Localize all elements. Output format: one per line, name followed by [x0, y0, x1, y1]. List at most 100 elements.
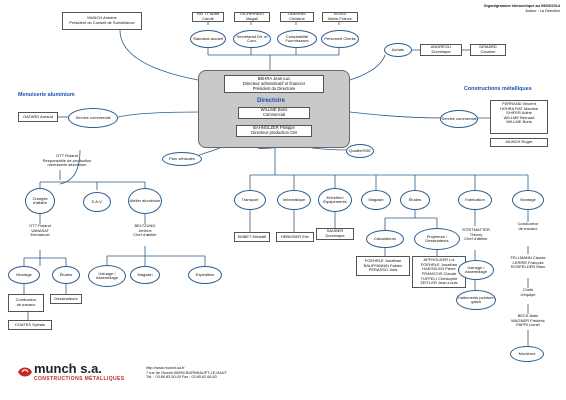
- staff-name: ANDREOLI: [430, 44, 452, 50]
- staff-role: Conducteur: [517, 221, 539, 226]
- projeteurs-staff-box: APFHOLDER Loi FOEHRLE Jonathan HAEGELEN …: [412, 256, 466, 288]
- section-title-constructions: Constructions métalliques: [464, 86, 532, 92]
- staff-name: APFHOLDER Loi: [423, 257, 455, 263]
- achats-staff-box: ANDREOLI Dominique: [420, 44, 462, 56]
- logo-brand: munch s.a.: [34, 361, 102, 376]
- unit-charges-affaire: Chargés d'affaire: [25, 188, 55, 214]
- unit-parc-vehicules: Parc véhicules: [162, 152, 202, 166]
- etudes-staff-box: Dessinateurs: [50, 294, 82, 304]
- footer-url[interactable]: http://www.munch-sa.fr: [146, 366, 185, 370]
- unit-etudes-menuiserie: Études: [52, 266, 80, 284]
- staff-name: PAPRI Lionel: [516, 322, 540, 328]
- unit-personnel: Personnel Clients: [321, 30, 359, 48]
- fabrication-manager: STRITMATTER Thierry Chef d'atelier: [456, 227, 496, 242]
- staff-name: WAGNER Frédéric: [511, 317, 545, 323]
- montage-staff-box: Conducteur de travaux: [8, 294, 44, 312]
- staff-name: VANASAT: [30, 227, 50, 233]
- constructions-service-commercial: Service commercial: [440, 110, 478, 128]
- directoire-title: Directoire: [257, 98, 286, 104]
- staff-box-standard: PATTY Anne Carole: [192, 12, 224, 22]
- staff-box-secretariat: TSCHIRHART Magali: [234, 12, 270, 22]
- staff-name: FOEHRLE Jonathan: [420, 261, 458, 267]
- staff-name: Dominique: [431, 49, 451, 54]
- footer-phone: Tél. : 03.89.83.50.00 Fax : 03.89.62.66.…: [146, 375, 217, 380]
- directoire-president-box: BEHRA Jean-Luc Directeur administratif e…: [224, 75, 324, 93]
- staff-role: d'équipe: [520, 291, 536, 297]
- unit-qualite-sse: Qualité/SSE: [346, 144, 374, 158]
- staff-name: Magali: [246, 16, 258, 21]
- staff-name: BAUFFANNIN Fabien: [363, 262, 403, 268]
- staff-role: Chefs: [522, 287, 534, 292]
- staff-name: WILLME Bernard: [503, 114, 535, 120]
- unit-standard-accueil: Standard accueil: [190, 30, 226, 48]
- unit-achats: Achats: [384, 43, 412, 57]
- unit-usinage-assemblage-cm: Usinage / Assemblage: [458, 260, 494, 280]
- entretien-staff-box: SAUBER Dominique: [316, 228, 354, 240]
- staff-name: PERASSO Julia: [368, 267, 398, 273]
- unit-etudes: Études: [400, 190, 430, 210]
- directoire-commercial-box: WILLME Boris Commercial: [238, 107, 310, 119]
- munch-logo: munch s.a. CONSTRUCTIONS MÉTALLIQUES: [12, 360, 142, 393]
- staff-name: FERRAND Vincent: [502, 101, 536, 106]
- unit-comptabilite: Comptabilité Fournisseurs: [277, 30, 317, 48]
- unit-usinage-assemblage: Usinage / Assemblage: [88, 265, 126, 287]
- manager-name: Thierry: [469, 231, 483, 237]
- document-title: Organigramme hiérarchique au 05/05/2014: [483, 4, 560, 8]
- chefs-equipe: Chefs d'équipe: [510, 287, 546, 297]
- dir-name: BEHRA Jean-Luc: [257, 76, 291, 81]
- logo-icon: [18, 367, 32, 377]
- unit-calculateurs: Calculateurs: [366, 230, 404, 248]
- unit-magasin: Magasin: [361, 190, 391, 210]
- staff-role: de travaux: [518, 225, 538, 231]
- dir-role: Commercial: [262, 111, 286, 117]
- menuiserie-service-commercial: Service commercial: [68, 108, 118, 128]
- staff-box-comptabilite: OBERRIE Christine: [280, 12, 314, 22]
- footer-contact: http://www.munch-sa.fr 7 rue de l'Avenir…: [146, 366, 227, 380]
- unit-montage: Montage: [512, 190, 544, 210]
- dir-name: BAHNOLZER Philippe: [253, 125, 295, 130]
- staff-name: Chef d'atelier: [133, 232, 157, 238]
- staff-name: TUFFELI Christophe: [420, 275, 458, 281]
- calculateurs-staff-box: FOEHRLE Jonathan BAUFFANNIN Fabien PERAS…: [356, 256, 410, 276]
- unit-fabrication: Fabrication: [458, 190, 492, 210]
- menuiserie-staff-box: GATARD Arnaud: [18, 112, 58, 122]
- unit-transport: Transport: [234, 190, 266, 210]
- staff-name: OBERRIE: [287, 12, 306, 17]
- unit-magasin-menuiserie: Magasin: [130, 266, 160, 284]
- staff-name: ZEITLER Jean-Louis: [420, 280, 458, 286]
- staff-name: Marie-France: [328, 16, 352, 21]
- staff-name: FELLMANN Claude: [510, 255, 546, 260]
- unit-atelier-aluminium: Atelier aluminium: [128, 188, 162, 214]
- unit-monteurs: Monteurs: [510, 346, 544, 362]
- atelier-staff: BELTZUNG Jérôme Chef d'atelier: [125, 223, 165, 238]
- staff-name: OTT Roland: [29, 223, 51, 228]
- logo-subtitle: CONSTRUCTIONS MÉTALLIQUES: [34, 376, 125, 382]
- manager-name: OTT Roland: [56, 153, 78, 158]
- unit-projeteurs: Projeteurs / Dessinateurs: [414, 228, 460, 250]
- staff-name: HOHRA RAT Maurice: [499, 105, 539, 111]
- unit-traitements: Traitements peinture, galva: [456, 290, 496, 310]
- staff-name: PATTY Anne: [196, 12, 220, 17]
- unit-entretien: Entretien/ Équipements: [318, 188, 352, 212]
- staff-name: ROSSI: [333, 12, 347, 17]
- staff-name: de travaux: [16, 302, 36, 307]
- section-title-menuiserie: Menuiserie aluminium: [18, 92, 75, 98]
- staff-name: BELTZUNG: [134, 223, 156, 228]
- staff-name: SHIFER Adèle: [506, 110, 532, 116]
- montage-conducteur: Conducteur de travaux: [508, 221, 548, 231]
- staff-name: BECK Alain: [517, 313, 539, 318]
- unit-informatique: Informatique: [277, 190, 311, 210]
- achats-staff-box-2: DEMARD Caroline: [470, 44, 506, 56]
- staff-name: ROSFELDER Marc: [510, 264, 546, 270]
- constructions-staff-box: FERRAND Vincent HOHRA RAT Maurice SHIFER…: [490, 100, 548, 134]
- staff-name: Carole: [202, 16, 214, 21]
- manager-role: Responsable de production: [42, 157, 92, 163]
- charges-staff: OTT Roland VANASAT Emmanuel: [20, 223, 60, 238]
- unit-expedition: Expédition: [188, 266, 222, 284]
- montage-staff: FELLMANN Claude LERIRE François ROSFELDE…: [504, 255, 552, 270]
- coates-box: COATES Sylvain: [8, 320, 52, 330]
- president-box: MUNCH Antoine Président du Conseil de Su…: [62, 12, 142, 30]
- president-name: MUNCH Antoine: [87, 15, 117, 21]
- document-header: Organigramme hiérarchique au 05/05/2014 …: [484, 4, 560, 13]
